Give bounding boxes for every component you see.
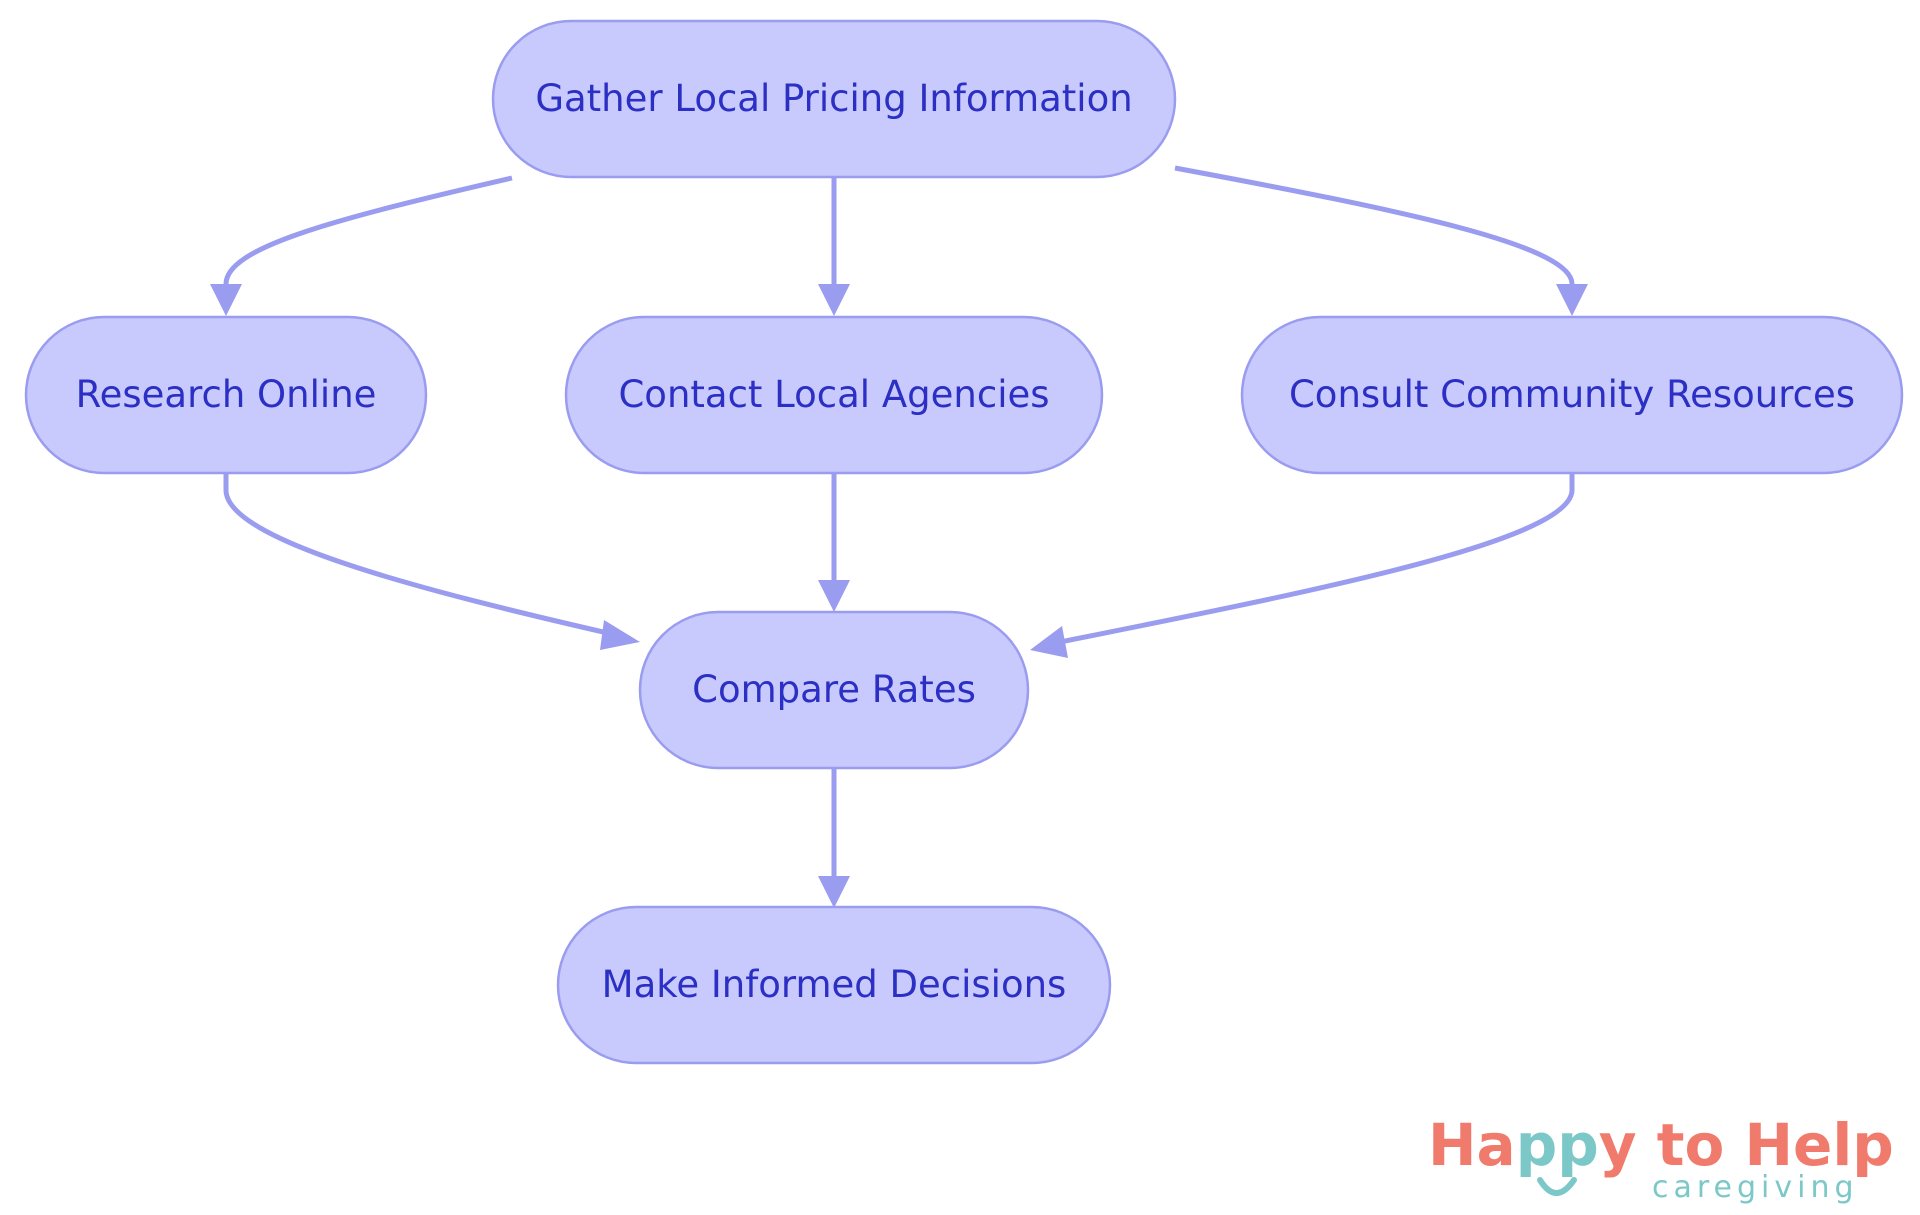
arrowhead-compare-left (600, 620, 640, 650)
node-decide[interactable]: Make Informed Decisions (556, 905, 1112, 1065)
node-contact[interactable]: Contact Local Agencies (564, 315, 1104, 475)
node-research-box (24, 315, 428, 475)
edge-consult-compare (1059, 472, 1575, 645)
node-consult[interactable]: Consult Community Resources (1240, 315, 1904, 475)
logo-subtitle: caregiving (1652, 1170, 1859, 1205)
node-compare-label: Compare Rates (692, 668, 976, 711)
node-contact-box (564, 315, 1104, 475)
arrowhead-contact (818, 284, 850, 316)
node-gather-label: Gather Local Pricing Information (535, 77, 1132, 120)
edge-gather-research (223, 175, 513, 285)
node-contact-label: Contact Local Agencies (618, 373, 1049, 416)
edges (210, 165, 1588, 908)
logo-wordmark-ha: Ha (1428, 1111, 1516, 1179)
smile-icon (1537, 1177, 1577, 1196)
node-decide-box (556, 905, 1112, 1065)
edge-gather-consult (1174, 165, 1575, 285)
node-compare-box (638, 610, 1030, 770)
arrowhead-compare-right (1030, 626, 1068, 658)
logo-wordmark-pp: pp (1516, 1111, 1599, 1179)
node-gather-box (491, 19, 1177, 179)
node-decide-label: Make Informed Decisions (602, 963, 1067, 1006)
arrowhead-research (210, 284, 242, 316)
arrowhead-consult (1556, 284, 1588, 316)
arrowhead-compare-center (818, 580, 850, 612)
edge-research-compare (223, 472, 613, 637)
logo-wordmark-rest: y to Help (1599, 1111, 1894, 1179)
node-consult-box (1240, 315, 1904, 475)
node-consult-label: Consult Community Resources (1289, 373, 1855, 416)
node-research[interactable]: Research Online (24, 315, 428, 475)
arrowhead-decide (818, 876, 850, 908)
node-compare[interactable]: Compare Rates (638, 610, 1030, 770)
node-research-label: Research Online (76, 373, 377, 416)
logo-wordmark: Happy to Help (1428, 1111, 1894, 1179)
happy-to-help-logo: Happy to Help caregiving (1428, 1111, 1894, 1205)
node-gather[interactable]: Gather Local Pricing Information (491, 19, 1177, 179)
